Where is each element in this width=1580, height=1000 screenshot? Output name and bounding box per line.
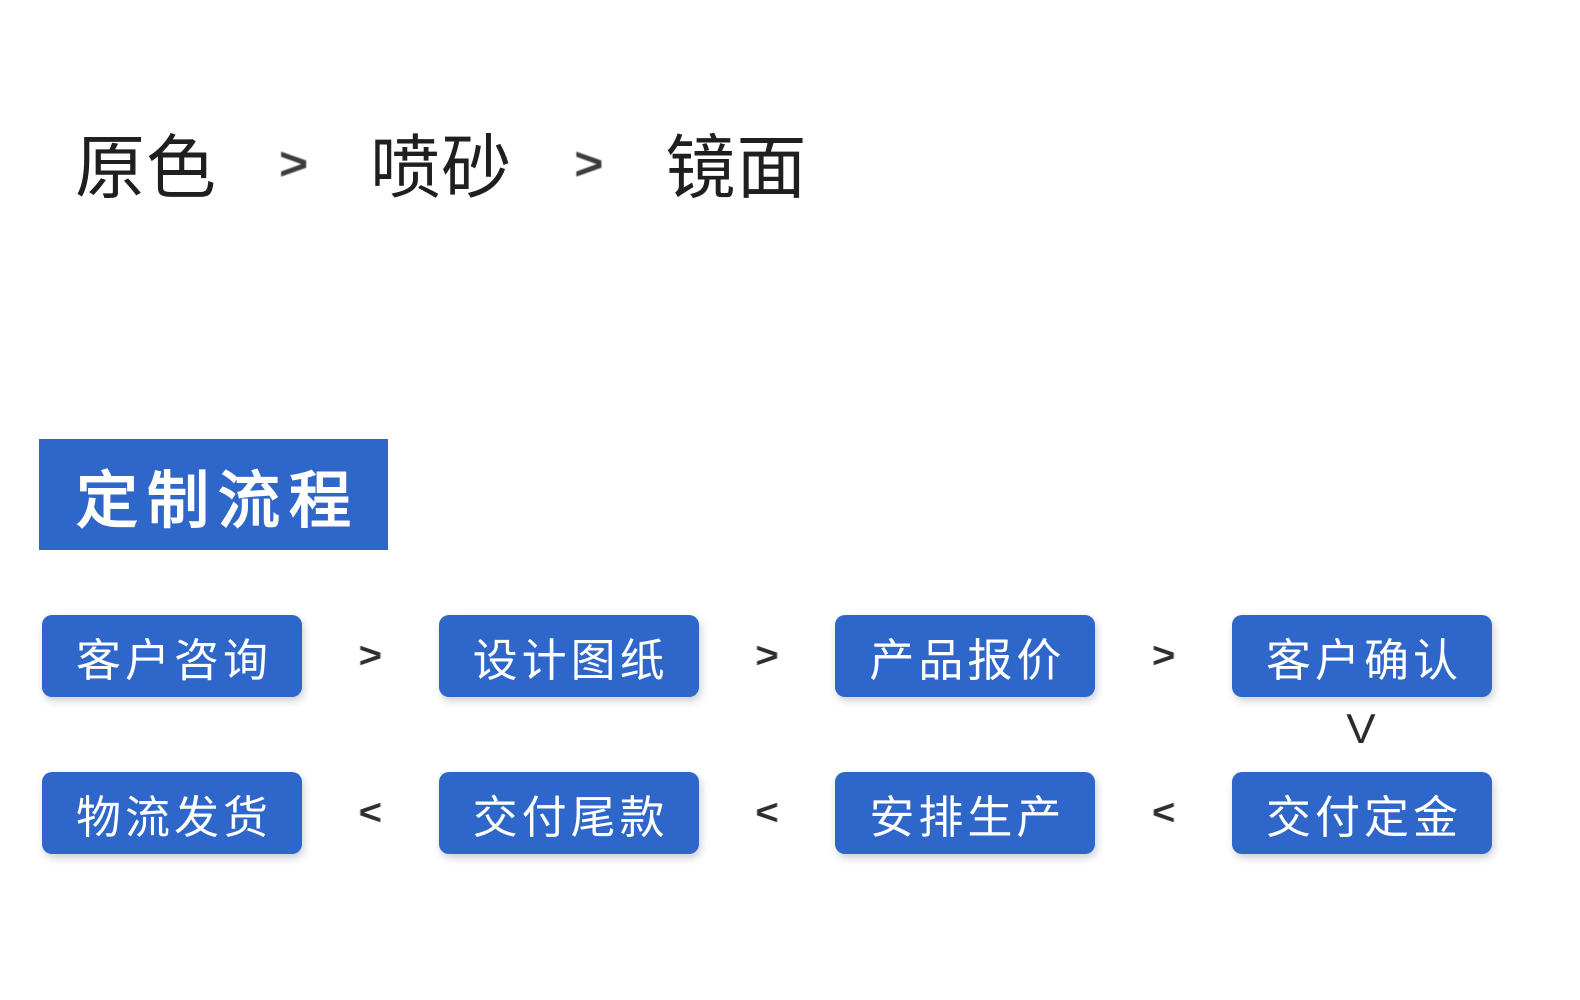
process-flow-row-1: 客户咨询 > 设计图纸 > 产品报价 > 客户确认 <box>42 615 1493 697</box>
arrow-right-icon: > <box>358 636 383 676</box>
step-label: 安排生产 <box>869 791 1066 843</box>
step-logistics-delivery: 物流发货 <box>42 772 302 854</box>
step-customer-inquiry: 客户咨询 <box>42 615 302 697</box>
section-title: 定制流程 <box>75 466 360 536</box>
arrow-right-icon: > <box>279 138 309 190</box>
finish-options-row: 原色 > 喷砂 > 镜面 <box>75 118 807 218</box>
arrow-left-icon: < <box>358 793 383 833</box>
arrow-left-icon: < <box>755 793 779 833</box>
step-label: 产品报价 <box>869 634 1066 686</box>
step-arrange-production: 安排生产 <box>835 772 1096 854</box>
step-product-quote: 产品报价 <box>835 615 1096 697</box>
step-label: 客户确认 <box>1266 634 1463 686</box>
finish-option-original: 原色 <box>75 129 217 207</box>
finish-option-mirror: 镜面 <box>665 129 808 207</box>
arrow-right-icon: > <box>755 636 779 676</box>
arrow-left-icon: < <box>1152 793 1176 833</box>
step-label: 客户咨询 <box>75 634 272 686</box>
finish-option-sandblasted: 喷砂 <box>370 129 513 207</box>
process-flow-row-2: 物流发货 < 交付尾款 < 安排生产 < 交付定金 <box>42 772 1493 854</box>
step-customer-confirm: 客户确认 <box>1232 615 1493 697</box>
step-final-payment: 交付尾款 <box>438 772 699 854</box>
arrow-right-icon: > <box>574 138 604 190</box>
step-label: 设计图纸 <box>472 634 669 686</box>
step-deposit-payment: 交付定金 <box>1232 772 1493 854</box>
arrow-down-icon: V <box>1346 705 1376 752</box>
step-label: 交付定金 <box>1266 791 1463 843</box>
step-design-drawing: 设计图纸 <box>438 615 699 697</box>
step-label: 物流发货 <box>75 791 272 843</box>
step-label: 交付尾款 <box>472 791 669 843</box>
arrow-right-icon: > <box>1152 636 1176 676</box>
section-header: 定制流程 <box>39 439 388 550</box>
